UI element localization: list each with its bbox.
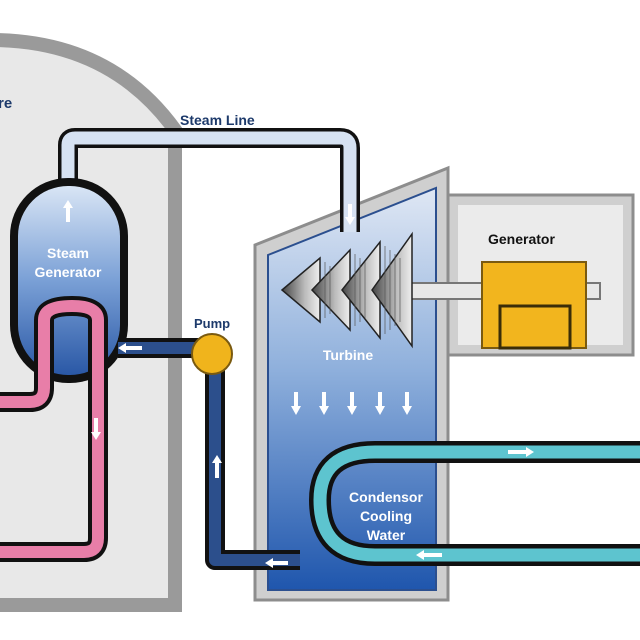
flow-arrow-icon (265, 558, 288, 568)
flow-arrow-icon (319, 392, 329, 415)
generator-label: Generator (488, 231, 555, 247)
flow-arrow-icon (508, 447, 534, 457)
flow-arrow-icon (91, 418, 101, 440)
flow-arrow-icon (375, 392, 385, 415)
flow-arrow-icon (212, 455, 222, 478)
primary-coolant-loop (0, 296, 108, 562)
pump-icon (191, 333, 233, 375)
generator-icon (481, 261, 587, 350)
flow-arrow-icon (63, 200, 73, 222)
flow-arrow-icon (345, 204, 355, 225)
condenser-label-line2: Cooling (360, 508, 412, 524)
flow-arrow-icon (118, 343, 142, 353)
flow-arrow-icon (416, 550, 442, 560)
flow-arrow-icon (291, 392, 301, 415)
steam-line-label: Steam Line (180, 112, 255, 128)
steam-generator-label-line1: Steam (47, 245, 89, 261)
pump-label: Pump (194, 316, 230, 331)
steam-line-pipe (58, 128, 360, 232)
condenser-label-line3: Water (367, 527, 406, 543)
flow-arrows (63, 200, 534, 568)
condenser-label-line1: Condensor (349, 489, 423, 505)
turbine-blades-icon (280, 231, 413, 349)
flow-arrow-icon (347, 392, 357, 415)
turbine-hall (253, 165, 450, 602)
flow-arrow-icon (402, 392, 412, 415)
condenser-cooling-loop (309, 441, 640, 566)
turbine-label: Turbine (323, 347, 374, 363)
steam-generator-label-line2: Generator (35, 264, 102, 280)
containment-label: re (0, 95, 12, 112)
